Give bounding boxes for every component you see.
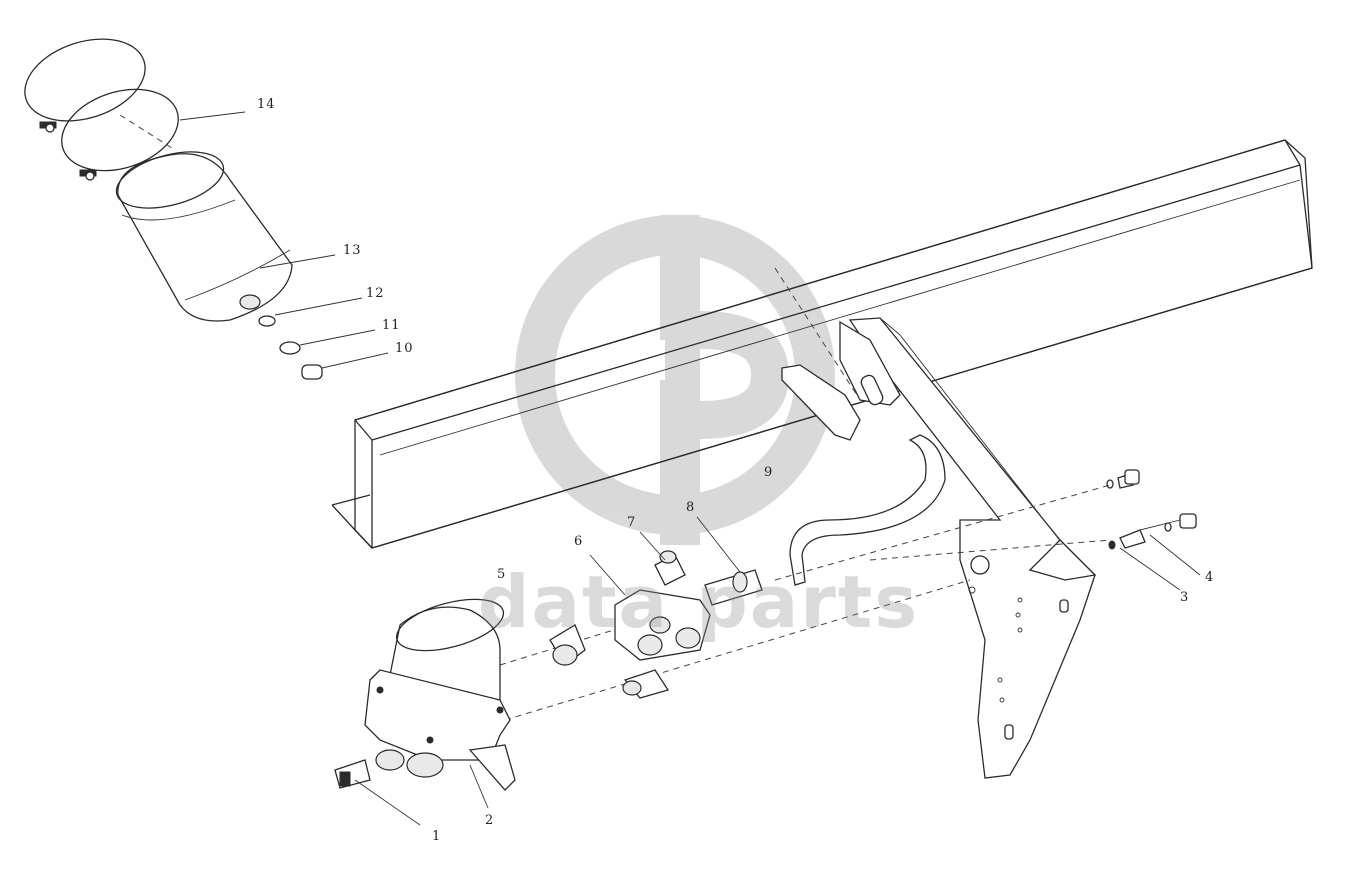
callout-14: 14 <box>257 97 276 112</box>
callout-1: 1 <box>432 829 442 844</box>
callout-11: 11 <box>382 318 401 333</box>
drain-fittings <box>258 315 323 380</box>
callout-6: 6 <box>574 534 584 549</box>
callout-5: 5 <box>497 567 507 582</box>
callout-12: 12 <box>366 286 385 301</box>
watermark-logo <box>515 215 835 545</box>
clamp-bands <box>24 38 179 181</box>
callout-2: 2 <box>485 813 495 828</box>
callout-13: 13 <box>343 243 362 258</box>
callout-7: 7 <box>627 515 637 530</box>
callout-3: 3 <box>1180 590 1190 605</box>
air-dryer <box>334 598 516 791</box>
bolts-and-washers <box>1106 469 1197 550</box>
callout-9: 9 <box>764 465 774 480</box>
air-tank <box>115 151 293 322</box>
frame-rail <box>331 139 1313 549</box>
watermark-text: data parts <box>478 560 920 644</box>
manifold-valve <box>549 550 763 699</box>
callout-4: 4 <box>1205 570 1215 585</box>
mounting-bracket <box>781 317 1097 779</box>
callout-10: 10 <box>395 341 414 356</box>
leader-lines <box>179 111 1201 826</box>
callout-8: 8 <box>686 500 696 515</box>
